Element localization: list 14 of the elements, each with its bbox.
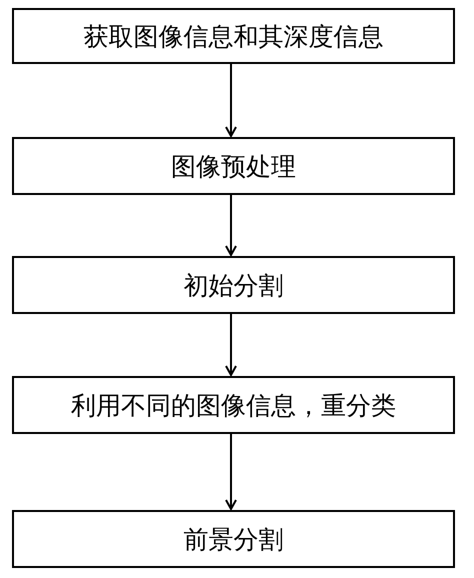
step-text: 利用不同的图像信息，重分类: [71, 390, 396, 422]
step-text: 获取图像信息和其深度信息: [84, 20, 384, 52]
process-box: [12, 137, 455, 195]
process-box: [12, 510, 455, 568]
process-box: [12, 376, 455, 434]
arrow: [225, 195, 237, 256]
arrow: [225, 314, 237, 376]
process-box: [12, 256, 455, 314]
process-box: [12, 8, 455, 64]
step-text: 前景分割: [184, 524, 284, 556]
step-text: 初始分割: [184, 270, 284, 302]
arrow: [225, 64, 237, 137]
step-text: 图像预处理: [171, 150, 296, 182]
arrow: [225, 434, 237, 510]
